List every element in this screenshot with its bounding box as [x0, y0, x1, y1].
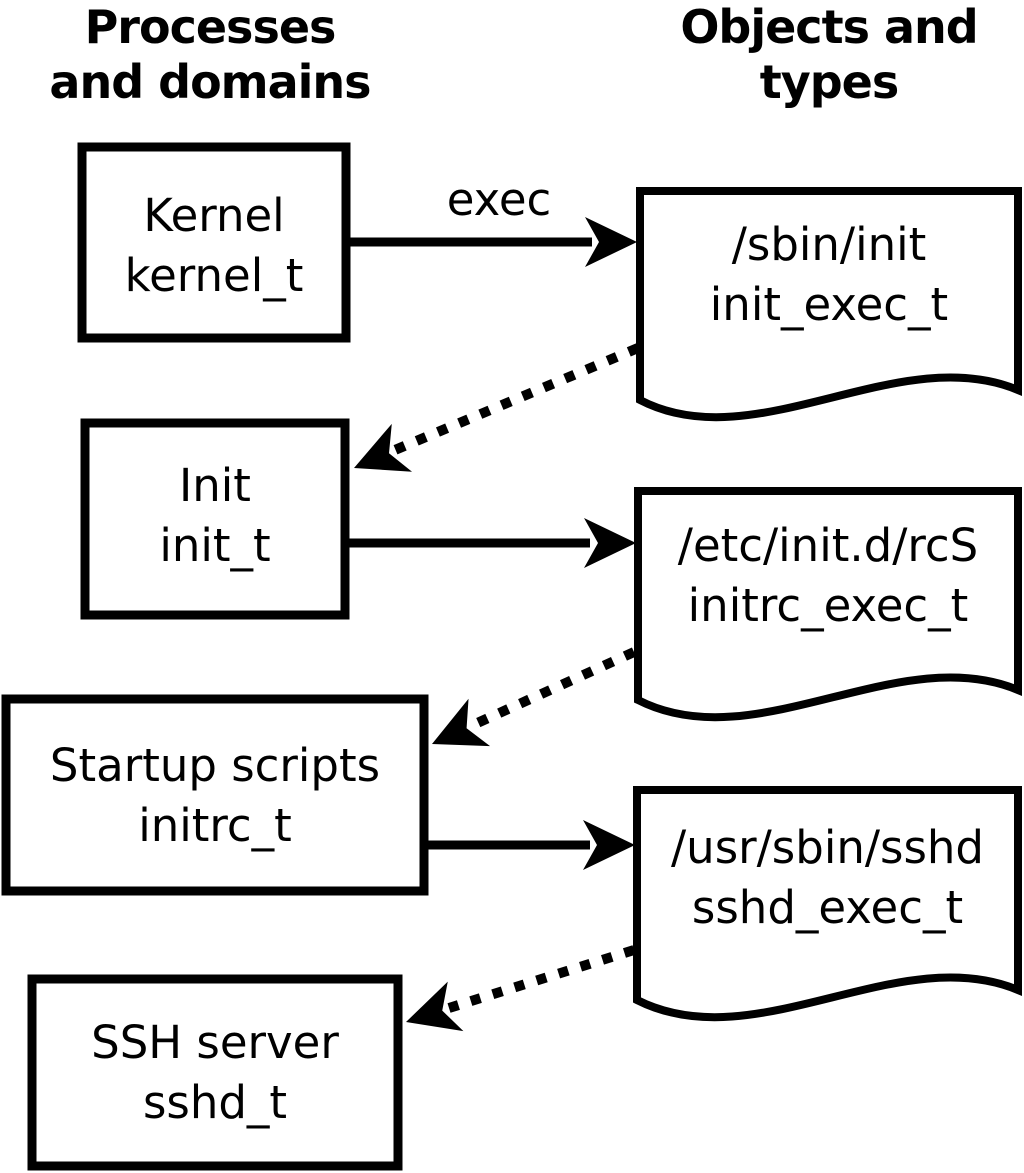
process-label-startup-scripts: Startup scripts initrc_t [6, 736, 424, 856]
process-domain: init_t [159, 519, 271, 572]
object-label-etc-initd-rcs: /etc/init.d/rcS initrc_exec_t [638, 516, 1018, 636]
process-label-init: Init init_t [85, 456, 345, 576]
process-name: Startup scripts [49, 739, 381, 792]
exec-arrow-initrc-to-sshd [428, 820, 635, 870]
exec-arrow-init-to-rcs [349, 518, 636, 568]
process-box-startup-scripts [1, 694, 429, 896]
object-path: /sbin/init [731, 218, 927, 271]
object-type: init_exec_t [709, 278, 949, 331]
object-doc-etc-initd-rcs [634, 487, 1022, 722]
object-type: initrc_exec_t [687, 579, 969, 632]
transition-arrow-to-sshd [406, 945, 636, 1032]
object-label-usr-sbin-sshd: /usr/sbin/sshd sshd_exec_t [637, 818, 1018, 938]
transition-arrow-to-initrc [432, 647, 637, 747]
process-name: Kernel [143, 189, 285, 242]
object-path: /usr/sbin/sshd [671, 821, 984, 874]
process-name: SSH server [91, 1016, 339, 1069]
process-box-kernel [77, 142, 351, 343]
object-path: /etc/init.d/rcS [677, 519, 979, 572]
object-label-sbin-init: /sbin/init init_exec_t [640, 215, 1018, 335]
process-domain: sshd_t [142, 1076, 288, 1129]
column-header-objects-and-types: Objects and types [680, 0, 978, 109]
process-name: Init [179, 459, 251, 512]
exec-arrow-kernel-to-init [350, 217, 637, 267]
process-box-init [80, 418, 350, 620]
process-domain: kernel_t [124, 249, 304, 302]
object-doc-sbin-init [636, 187, 1022, 422]
process-domain: initrc_t [138, 799, 292, 852]
object-doc-usr-sbin-sshd [633, 786, 1022, 1022]
process-label-kernel: Kernel kernel_t [82, 186, 346, 306]
process-label-ssh-server: SSH server sshd_t [32, 1013, 398, 1133]
column-header-processes-and-domains: Processes and domains [49, 0, 371, 109]
exec-arrow-label: exec [446, 173, 552, 226]
object-type: sshd_exec_t [691, 881, 964, 934]
process-box-ssh-server [27, 974, 403, 1171]
transition-arrow-to-init [354, 343, 640, 472]
